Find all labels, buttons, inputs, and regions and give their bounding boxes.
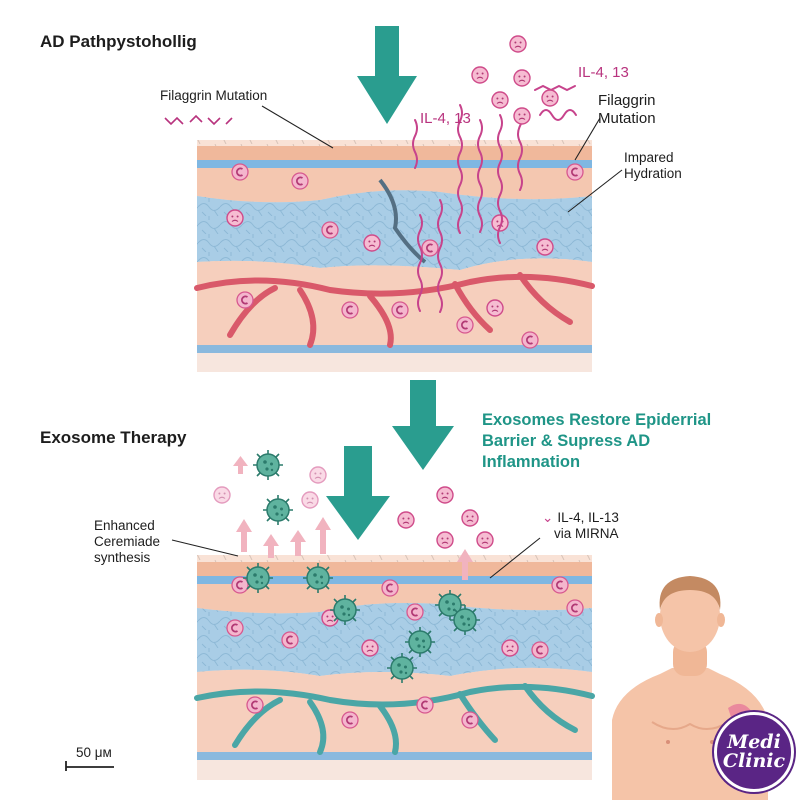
filaggrin-glyph-icon	[164, 114, 233, 126]
exosome-headline: Exosomes Restore Epiderrial Barrier & Su…	[482, 410, 711, 473]
down-mark-icon: ⌄	[542, 510, 554, 525]
filaggrin-mutation-label: Filaggrin Mutation	[160, 88, 268, 103]
headline-line: Inflamnation	[482, 453, 581, 471]
cytokine-label: IL-4, 13	[420, 110, 471, 127]
ceramide-synthesis-label: Enhanced Ceremiade synthesis	[94, 518, 160, 566]
label-line: IL-4, IL-13	[557, 510, 619, 525]
cytokine-label: IL-4, 13	[578, 64, 629, 81]
logo-text: Medi	[727, 731, 781, 753]
up-arrow-icon	[233, 456, 473, 580]
headline-line: Exosomes Restore Epiderrial	[482, 411, 712, 429]
filaggrin-mutation-label: Filaggrin Mutation	[598, 92, 656, 128]
top-tissue	[194, 35, 595, 372]
label-line: Ceremiade	[94, 534, 161, 549]
bottom-panel-title: Exosome Therapy	[40, 428, 187, 447]
leader-lines-bottom	[171, 537, 541, 579]
down-arrow-icon	[326, 446, 390, 540]
headline-line: Barrier & Supress AD	[482, 432, 651, 450]
label-line: synthesis	[94, 550, 151, 565]
leader-lines-top	[261, 105, 623, 213]
logo-text: Clinic	[722, 750, 786, 772]
impaired-hydration-label: Impared Hydration	[624, 150, 682, 182]
mirna-label: ⌄IL-4, IL-13 via MIRNA	[542, 510, 619, 542]
down-arrow-icon	[392, 380, 454, 470]
scale-bar-line	[65, 761, 114, 771]
bottom-tissue	[194, 555, 595, 780]
down-arrow-icon	[357, 26, 417, 124]
label-line: Enhanced	[94, 518, 155, 533]
label-line: Hydration	[624, 166, 682, 181]
label-line: Impared	[624, 150, 674, 165]
scale-bar-label: 50 μм	[76, 745, 112, 760]
top-panel-title: AD Pathpystohollig	[40, 32, 197, 51]
label-line: via MIRNA	[554, 526, 619, 541]
medi-clinic-logo: Medi Clinic	[714, 712, 794, 792]
label-line: Mutation	[598, 110, 656, 127]
label-line: Filaggrin	[598, 92, 656, 109]
